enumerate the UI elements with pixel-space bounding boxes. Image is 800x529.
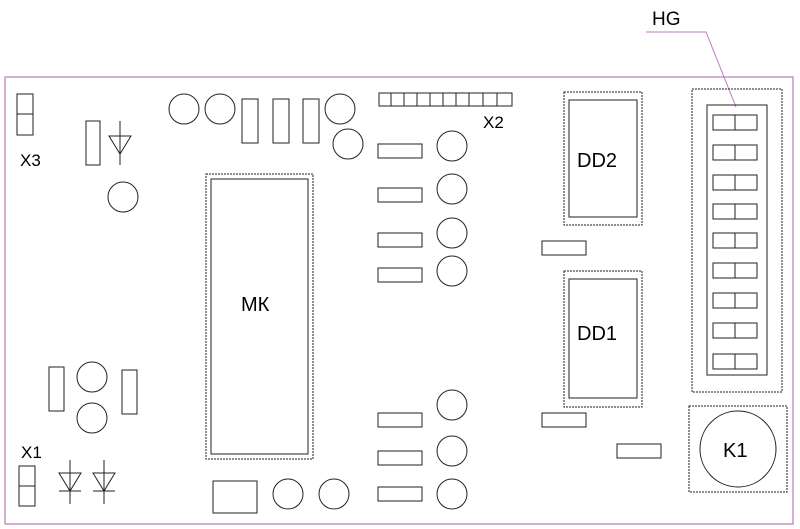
resistor-mid-3 bbox=[377, 232, 423, 248]
resistor-lower-left-1 bbox=[48, 366, 65, 412]
capacitor-mid-4 bbox=[436, 255, 468, 287]
hg-segment-1 bbox=[712, 114, 758, 131]
hg-segment-8 bbox=[712, 322, 758, 339]
resistor-mid-1 bbox=[377, 143, 423, 159]
capacitor-mid-7 bbox=[436, 478, 468, 510]
hg-indicator bbox=[691, 88, 783, 393]
x3-label: X3 bbox=[20, 151, 41, 170]
resistor-below-dd1 bbox=[541, 412, 587, 428]
capacitor-mid-1 bbox=[436, 130, 468, 162]
resistor-bottom-wide bbox=[212, 480, 258, 514]
resistor-mid-2 bbox=[377, 187, 423, 203]
diode-lower-2 bbox=[92, 460, 116, 504]
capacitor-bottom-1 bbox=[272, 478, 304, 510]
dd2-label: DD2 bbox=[577, 150, 617, 172]
k1-component bbox=[688, 405, 788, 493]
capacitor-mid-3 bbox=[436, 217, 468, 249]
capacitor-lower-left-1 bbox=[76, 361, 108, 393]
diode-upper-left bbox=[108, 121, 132, 165]
mk-label: МК bbox=[241, 294, 270, 316]
mk-microcontroller bbox=[205, 173, 314, 460]
resistor-mid-6 bbox=[377, 450, 423, 466]
dd1-label: DD1 bbox=[577, 323, 617, 345]
x1-connector bbox=[18, 465, 36, 507]
hg-segment-6 bbox=[712, 262, 758, 279]
resistor-lower-left-2 bbox=[121, 369, 138, 415]
capacitor-mid-2 bbox=[436, 173, 468, 205]
dd2-chip bbox=[563, 91, 643, 226]
x2-connector bbox=[378, 92, 513, 107]
resistor-top-3 bbox=[302, 98, 320, 144]
hg-leader-line bbox=[646, 31, 737, 108]
board-outline bbox=[4, 76, 794, 525]
hg-segment-5 bbox=[712, 232, 758, 249]
capacitor-bottom-2 bbox=[318, 478, 350, 510]
hg-label: HG bbox=[652, 9, 681, 30]
resistor-between-dd bbox=[541, 240, 587, 256]
hg-segment-9 bbox=[712, 353, 758, 370]
dd1-chip bbox=[563, 270, 643, 408]
capacitor-mid-5 bbox=[436, 389, 468, 421]
capacitor-top-4 bbox=[332, 128, 364, 160]
capacitor-top-2 bbox=[204, 93, 236, 125]
x1-label: X1 bbox=[21, 443, 42, 462]
diode-lower-1 bbox=[58, 460, 82, 504]
capacitor-mid-6 bbox=[436, 435, 468, 467]
k1-label: K1 bbox=[723, 440, 747, 462]
capacitor-top-1 bbox=[168, 93, 200, 125]
hg-segment-3 bbox=[712, 174, 758, 191]
resistor-upper-left bbox=[85, 120, 101, 166]
resistor-mid-5 bbox=[377, 412, 423, 428]
x2-label: X2 bbox=[483, 113, 504, 132]
resistor-mid-7 bbox=[377, 486, 423, 502]
resistor-mid-4 bbox=[377, 267, 423, 283]
hg-segment-2 bbox=[712, 144, 758, 161]
capacitor-lower-left-2 bbox=[76, 402, 108, 434]
resistor-top-2 bbox=[272, 98, 290, 144]
hg-segment-7 bbox=[712, 292, 758, 309]
hg-segment-4 bbox=[712, 203, 758, 220]
x3-connector bbox=[16, 93, 34, 136]
capacitor-top-3 bbox=[324, 93, 356, 125]
resistor-top-1 bbox=[241, 98, 259, 144]
resistor-near-k1 bbox=[616, 443, 662, 459]
capacitor-upper-left bbox=[107, 181, 139, 213]
